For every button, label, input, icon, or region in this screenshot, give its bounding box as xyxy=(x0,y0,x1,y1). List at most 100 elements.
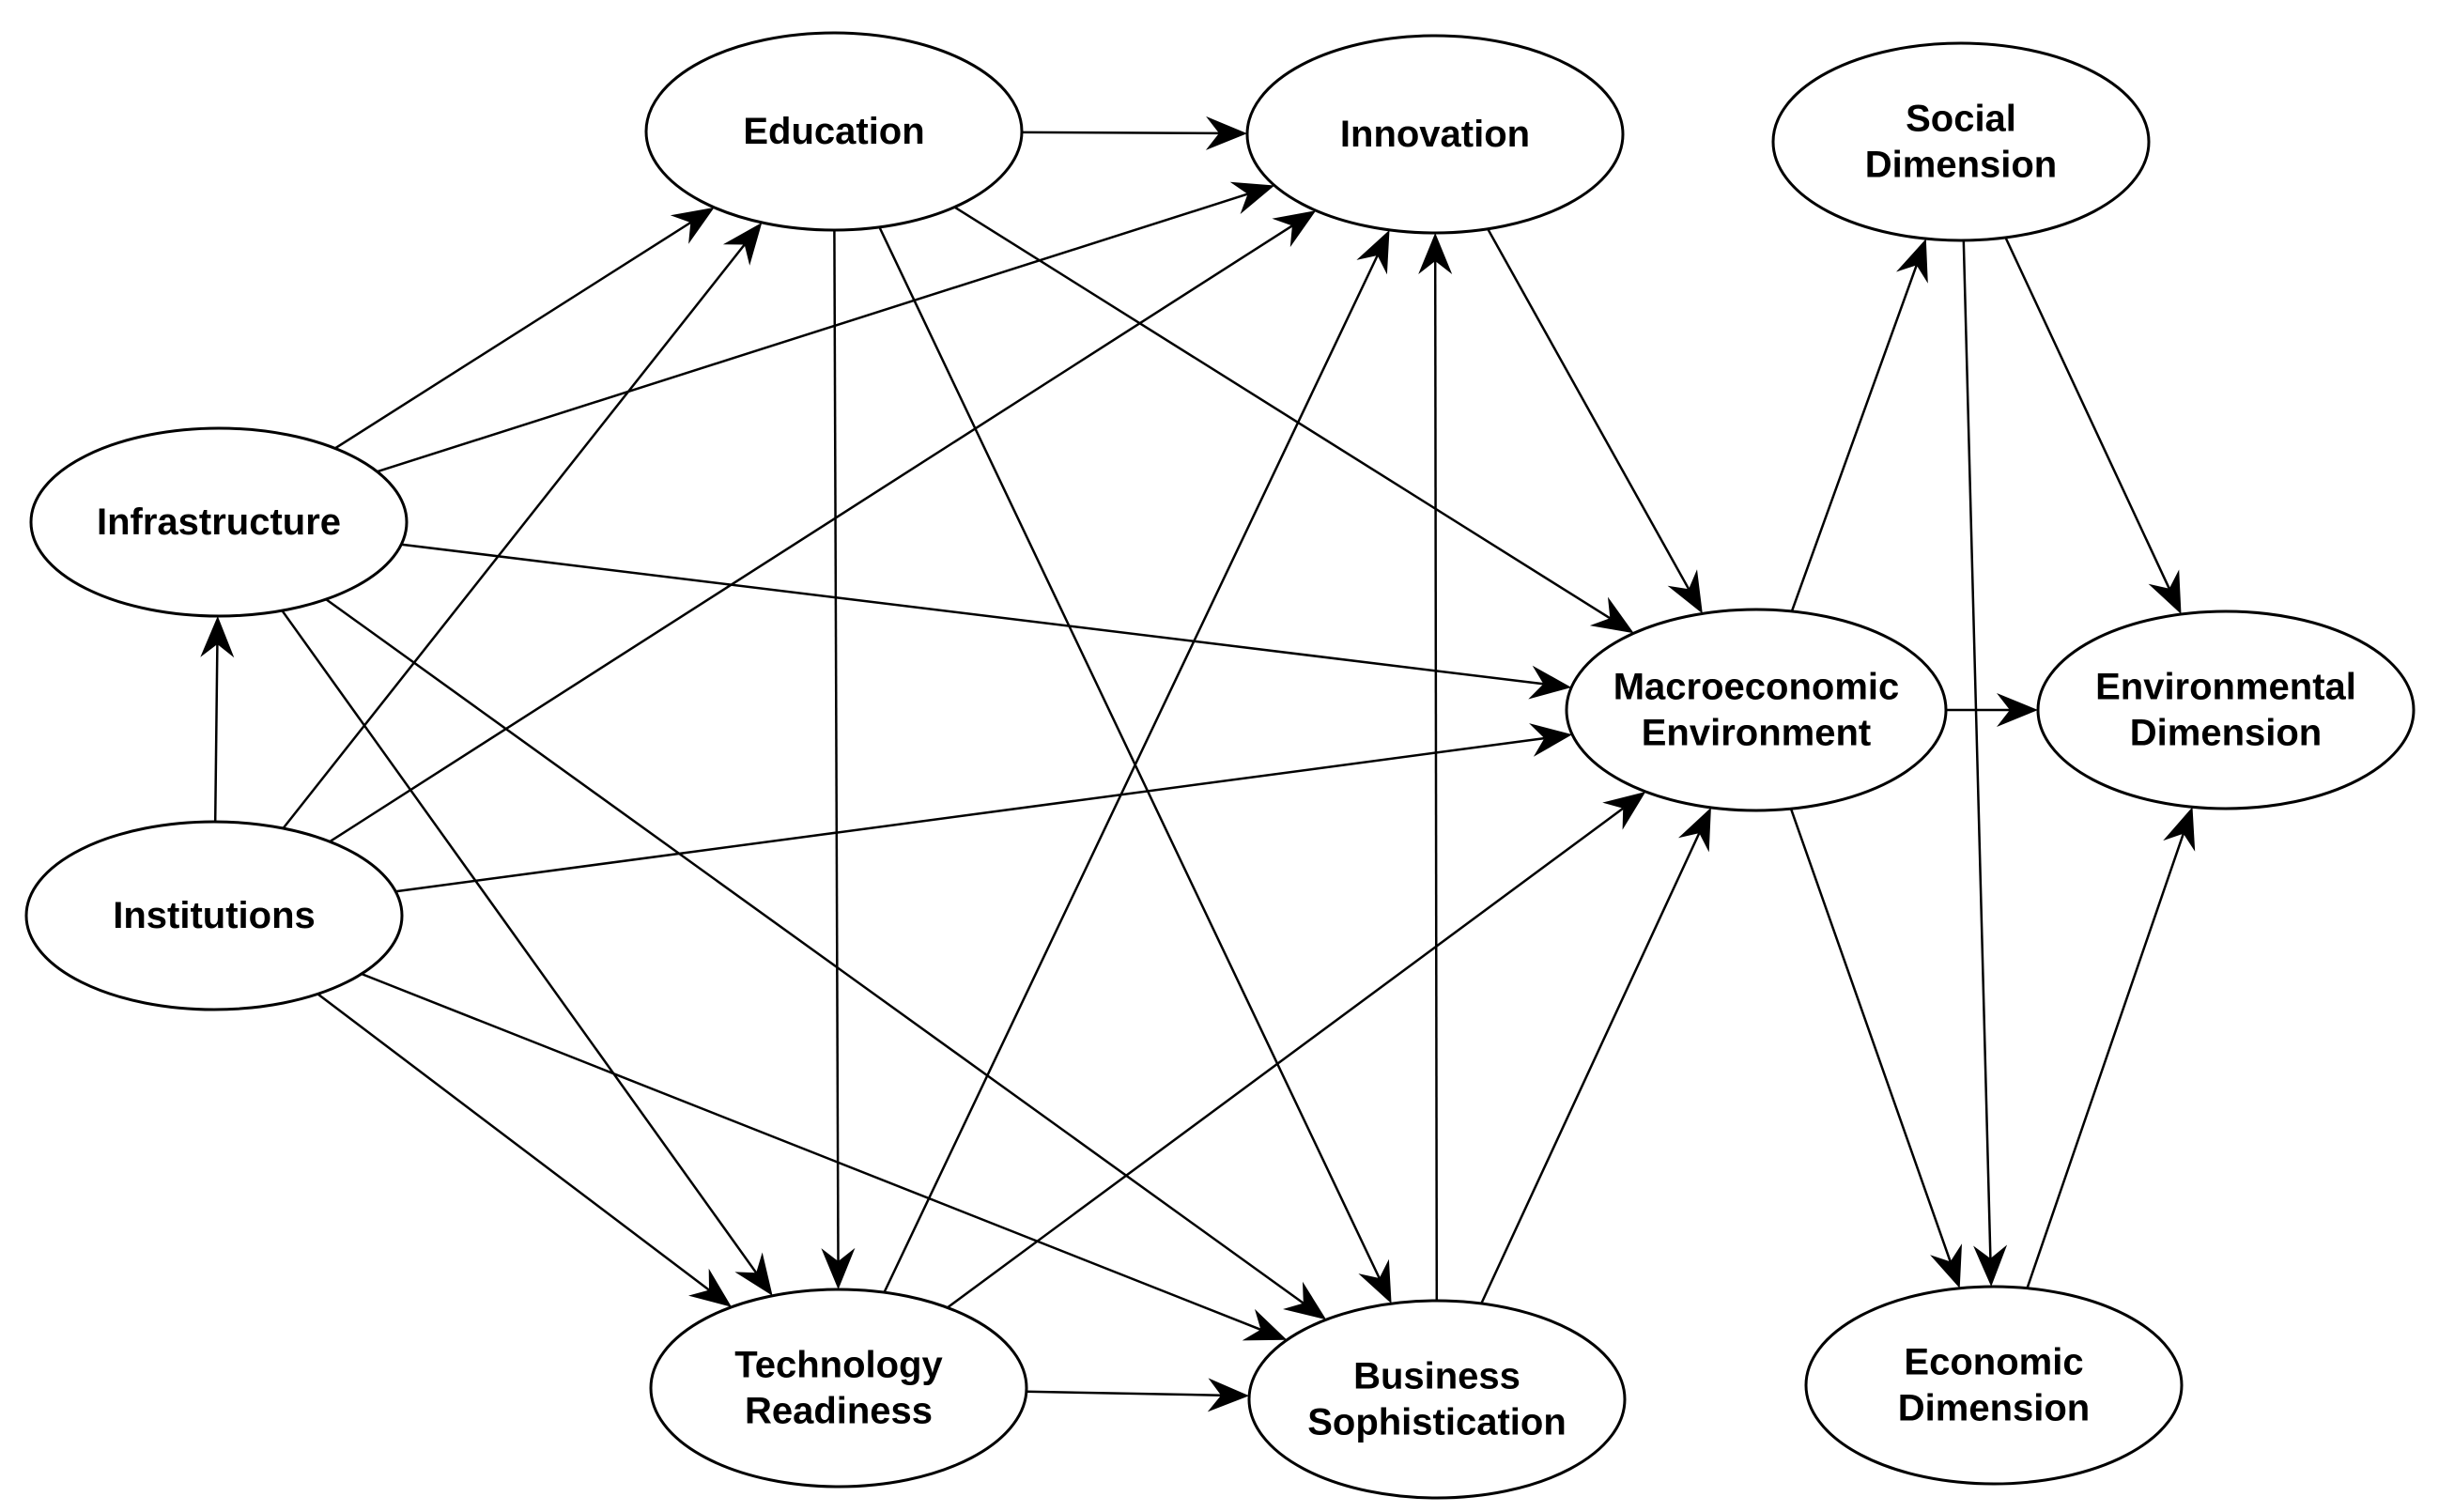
node-label: Education xyxy=(743,111,924,152)
arrowhead-icon xyxy=(1283,1281,1327,1320)
node-innovation: Innovation xyxy=(1245,34,1625,235)
node-ellipse xyxy=(1771,41,2151,242)
node-ellipse xyxy=(1245,34,1625,235)
arrowhead-icon xyxy=(1207,1378,1250,1412)
edge-education-to-macro xyxy=(953,206,1634,634)
arrowhead-icon xyxy=(1418,233,1453,274)
node-label: Dimension xyxy=(2130,713,2322,754)
edge-line xyxy=(1789,808,1952,1262)
edge-line xyxy=(401,543,1544,686)
edge-technology-to-business xyxy=(1026,1378,1250,1412)
edge-line xyxy=(947,807,1624,1309)
edge-line xyxy=(1487,228,1690,590)
node-ellipse xyxy=(644,31,1024,232)
arrowhead-icon xyxy=(1602,792,1646,830)
node-education: Education xyxy=(644,31,1024,232)
node-label: Sophistication xyxy=(1307,1402,1567,1443)
node-label: Innovation xyxy=(1340,114,1530,155)
edge-line xyxy=(213,643,219,823)
edge-line xyxy=(883,255,1379,1293)
arrowhead-icon xyxy=(2148,569,2182,614)
edge-line xyxy=(878,226,1381,1279)
edge-macro-to-economic xyxy=(1789,808,1962,1288)
edge-line xyxy=(334,221,691,450)
edge-infrastructure-to-innovation xyxy=(377,181,1275,473)
edge-economic-to-environmental xyxy=(2026,807,2196,1289)
arrowhead-icon xyxy=(1229,181,1275,214)
node-label: Business xyxy=(1353,1356,1521,1397)
edge-line xyxy=(325,598,1304,1304)
arrowhead-icon xyxy=(1973,1244,2008,1287)
node-label: Infrastructure xyxy=(97,501,341,543)
edge-line xyxy=(377,193,1248,473)
edge-business-to-macro xyxy=(1480,807,1711,1304)
arrowhead-icon xyxy=(722,223,763,266)
node-ellipse xyxy=(29,426,409,618)
edge-line xyxy=(1962,239,1992,1259)
edge-line xyxy=(2026,833,2184,1289)
edge-line xyxy=(361,972,1261,1331)
edge-macro-to-social xyxy=(1790,239,1928,612)
node-label: Technology xyxy=(734,1345,943,1386)
arrowhead-icon xyxy=(670,207,715,244)
arrowhead-icon xyxy=(1589,596,1634,634)
edge-technology-to-macro xyxy=(947,792,1646,1309)
node-infrastructure: Infrastructure xyxy=(29,426,409,618)
edge-line xyxy=(1790,264,1918,612)
node-label: Institutions xyxy=(113,895,316,936)
node-ellipse xyxy=(2036,609,2416,810)
edge-line xyxy=(1021,131,1220,135)
edge-technology-to-innovation xyxy=(883,229,1390,1293)
edge-line xyxy=(1480,832,1701,1304)
edge-social-to-environmental xyxy=(2004,237,2182,614)
edge-line xyxy=(282,243,746,829)
node-institutions: Institutions xyxy=(24,820,404,1011)
edge-line xyxy=(281,609,758,1274)
arrowhead-icon xyxy=(1358,1258,1392,1304)
arrowhead-icon xyxy=(1356,229,1390,275)
arrowhead-icon xyxy=(1242,1308,1288,1341)
arrowhead-icon xyxy=(734,1252,773,1296)
edge-institutions-to-innovation xyxy=(329,210,1317,843)
edge-infrastructure-to-business xyxy=(325,598,1327,1320)
node-ellipse xyxy=(1565,608,1948,812)
arrowhead-icon xyxy=(1272,210,1317,248)
arrowhead-icon xyxy=(200,616,235,658)
arrowhead-icon xyxy=(1896,239,1928,284)
arrowhead-icon xyxy=(1205,116,1247,150)
node-ellipse xyxy=(1804,1285,2184,1486)
edge-line xyxy=(833,229,840,1262)
edge-line xyxy=(395,736,1545,893)
edge-education-to-business xyxy=(878,226,1392,1304)
edge-line xyxy=(316,993,710,1291)
node-label: Environment xyxy=(1642,713,1871,754)
arrowhead-icon xyxy=(1529,723,1573,757)
edge-line xyxy=(329,224,1293,843)
arrowhead-icon xyxy=(1667,569,1703,614)
arrowhead-icon xyxy=(1997,693,2038,727)
node-label: Social xyxy=(1906,99,2016,140)
edge-macro-to-environmental xyxy=(1946,693,2038,727)
edge-institutions-to-business xyxy=(361,972,1288,1341)
node-label: Readiness xyxy=(745,1391,933,1432)
edge-institutions-to-education xyxy=(282,223,763,829)
edge-layer xyxy=(200,116,2196,1412)
edge-institutions-to-infrastructure xyxy=(200,616,235,823)
edge-line xyxy=(1433,260,1439,1302)
node-label: Dimension xyxy=(1898,1388,2090,1429)
node-label: Macroeconomic xyxy=(1613,667,1900,708)
node-ellipse xyxy=(1247,1299,1627,1500)
arrowhead-icon xyxy=(1528,665,1572,700)
edge-social-to-economic xyxy=(1962,239,2008,1287)
edge-infrastructure-to-macro xyxy=(401,543,1572,700)
edge-institutions-to-macro xyxy=(395,723,1573,893)
node-label: Environmental xyxy=(2095,667,2356,708)
